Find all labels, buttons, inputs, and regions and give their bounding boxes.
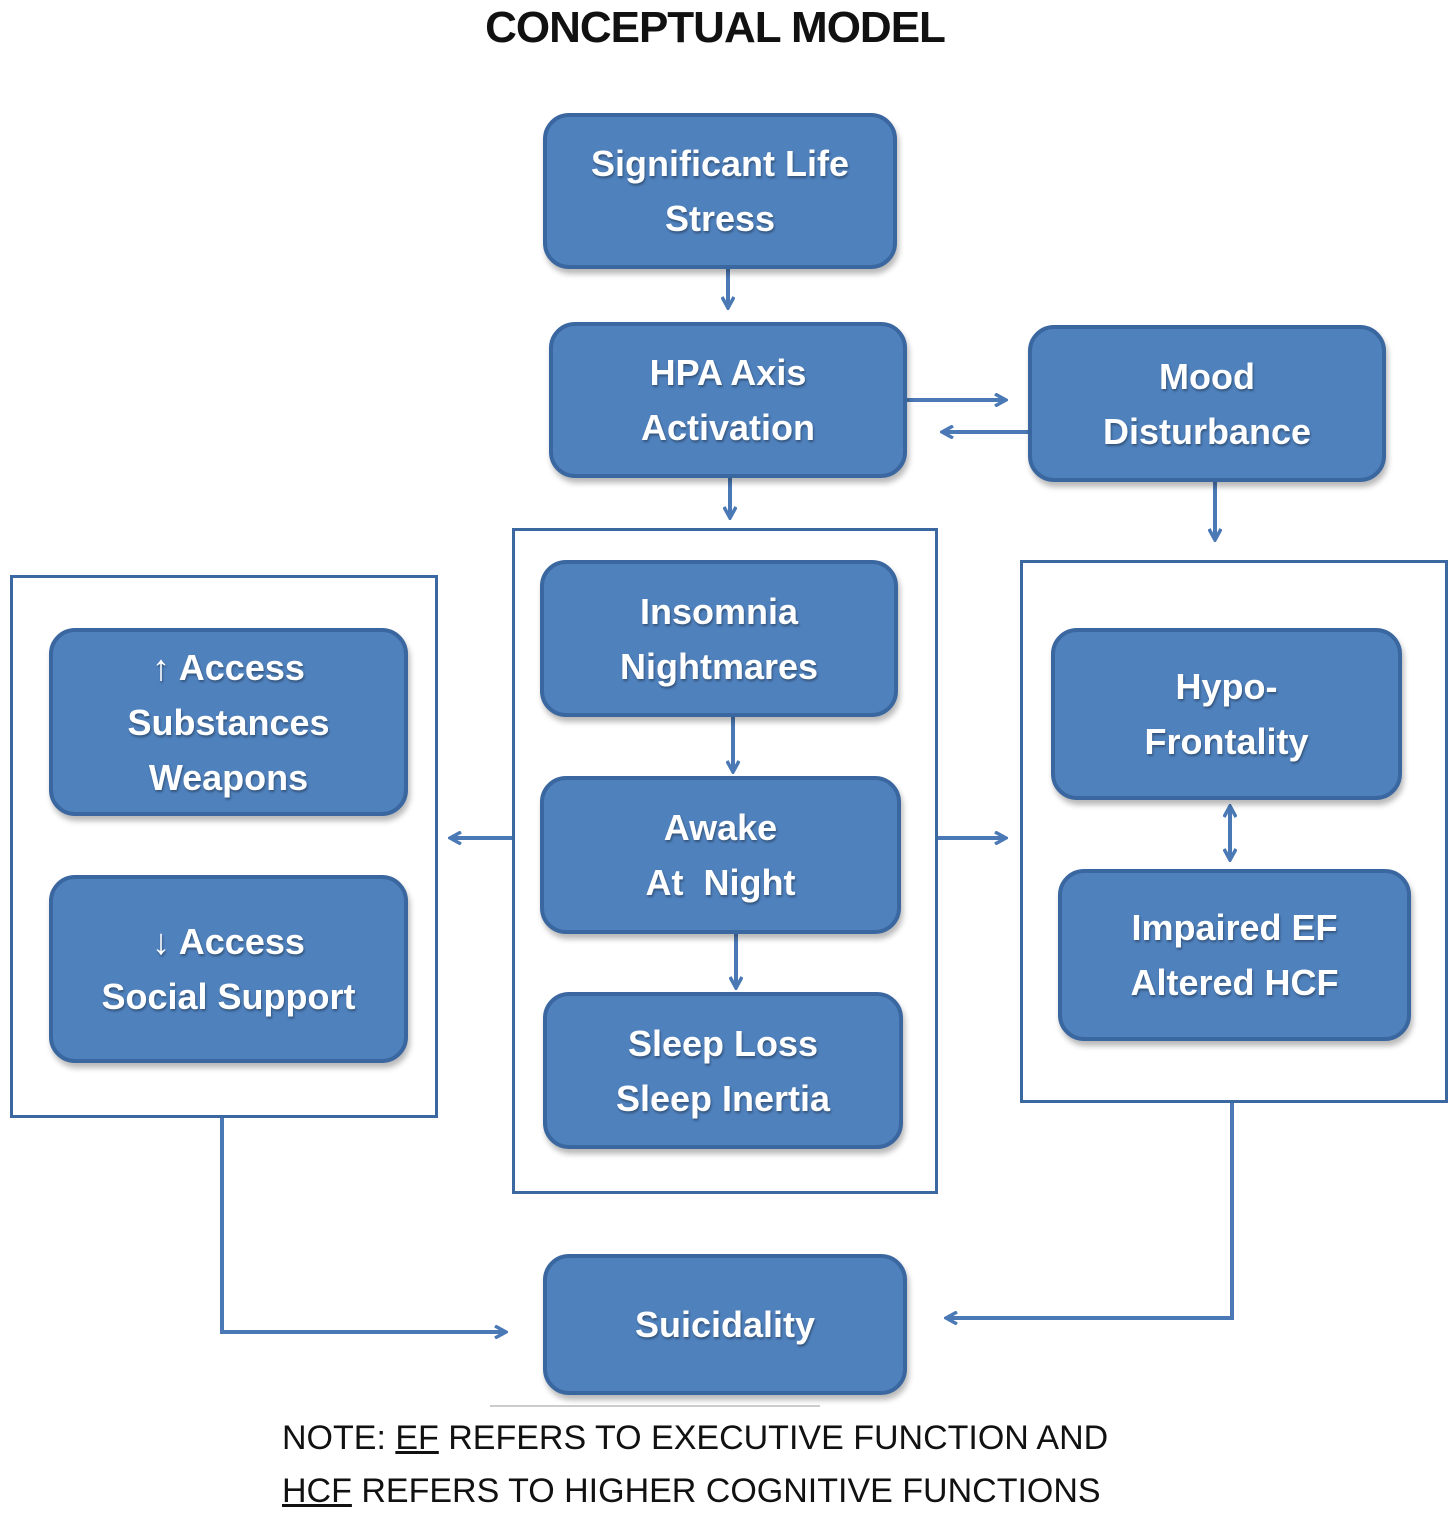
node-sleep-loss-sleep-inertia: Sleep Loss Sleep Inertia bbox=[543, 992, 903, 1149]
arrow-left-group-to-suicidality bbox=[220, 1118, 506, 1332]
node-suicidality: Suicidality bbox=[543, 1254, 907, 1395]
footnote-line-1: NOTE: EF REFERS TO EXECUTIVE FUNCTION AN… bbox=[282, 1419, 1108, 1457]
node-hypo-frontality: Hypo- Frontality bbox=[1051, 628, 1402, 800]
note-text: REFERS TO HIGHER COGNITIVE FUNCTIONS bbox=[351, 1472, 1101, 1510]
note-prefix: NOTE: bbox=[282, 1419, 396, 1457]
node-label: HPA Axis bbox=[649, 352, 807, 393]
node-label: Substances bbox=[127, 701, 330, 743]
node-label: Hypo- bbox=[1175, 666, 1278, 707]
node-label: ↑ Access bbox=[152, 646, 305, 688]
node-label: Insomnia bbox=[639, 590, 799, 632]
arrow-right-group-to-suicidality bbox=[946, 1103, 1234, 1318]
node-label: Significant Life bbox=[590, 143, 849, 184]
node-label: Frontality bbox=[1144, 721, 1309, 762]
node-label: ↓ Access bbox=[152, 921, 305, 962]
node-label: Awake bbox=[663, 807, 778, 848]
diagram-title: CONCEPTUAL MODEL bbox=[485, 3, 946, 52]
node-label: Activation bbox=[640, 407, 816, 448]
note-abbr-hcf: HCF bbox=[282, 1472, 352, 1510]
node-label: Mood bbox=[1159, 355, 1255, 397]
node-label: Altered HCF bbox=[1130, 962, 1339, 1003]
footnote-line-2: HCF REFERS TO HIGHER COGNITIVE FUNCTIONS bbox=[282, 1472, 1101, 1510]
note-abbr-ef: EF bbox=[395, 1419, 439, 1457]
node-label: Weapons bbox=[148, 756, 309, 798]
node-insomnia-nightmares: Insomnia Nightmares bbox=[540, 560, 898, 717]
node-label: Suicidality bbox=[634, 1304, 816, 1345]
divider bbox=[490, 1405, 820, 1407]
node-access-substances-weapons: ↑ Access Substances Weapons bbox=[49, 628, 408, 816]
node-label: Social Support bbox=[101, 976, 356, 1017]
node-label: Disturbance bbox=[1102, 410, 1312, 452]
node-significant-life-stress: Significant Life Stress bbox=[543, 113, 897, 269]
node-label: Sleep Inertia bbox=[615, 1077, 831, 1119]
node-access-social-support: ↓ Access Social Support bbox=[49, 875, 408, 1063]
node-label: Impaired EF bbox=[1131, 907, 1338, 948]
note-text: REFERS TO EXECUTIVE FUNCTION AND bbox=[438, 1419, 1109, 1457]
node-mood-disturbance: Mood Disturbance bbox=[1028, 325, 1386, 482]
node-label: Nightmares bbox=[619, 645, 819, 687]
node-label: Sleep Loss bbox=[627, 1022, 819, 1064]
node-impaired-ef-altered-hcf: Impaired EF Altered HCF bbox=[1058, 869, 1411, 1041]
node-awake-at-night: Awake At Night bbox=[540, 776, 901, 934]
node-label: Stress bbox=[664, 198, 776, 239]
node-hpa-axis-activation: HPA Axis Activation bbox=[549, 322, 907, 478]
footnote: NOTE: EF REFERS TO EXECUTIVE FUNCTION AN… bbox=[282, 1412, 1282, 1518]
node-label: At Night bbox=[645, 862, 796, 903]
